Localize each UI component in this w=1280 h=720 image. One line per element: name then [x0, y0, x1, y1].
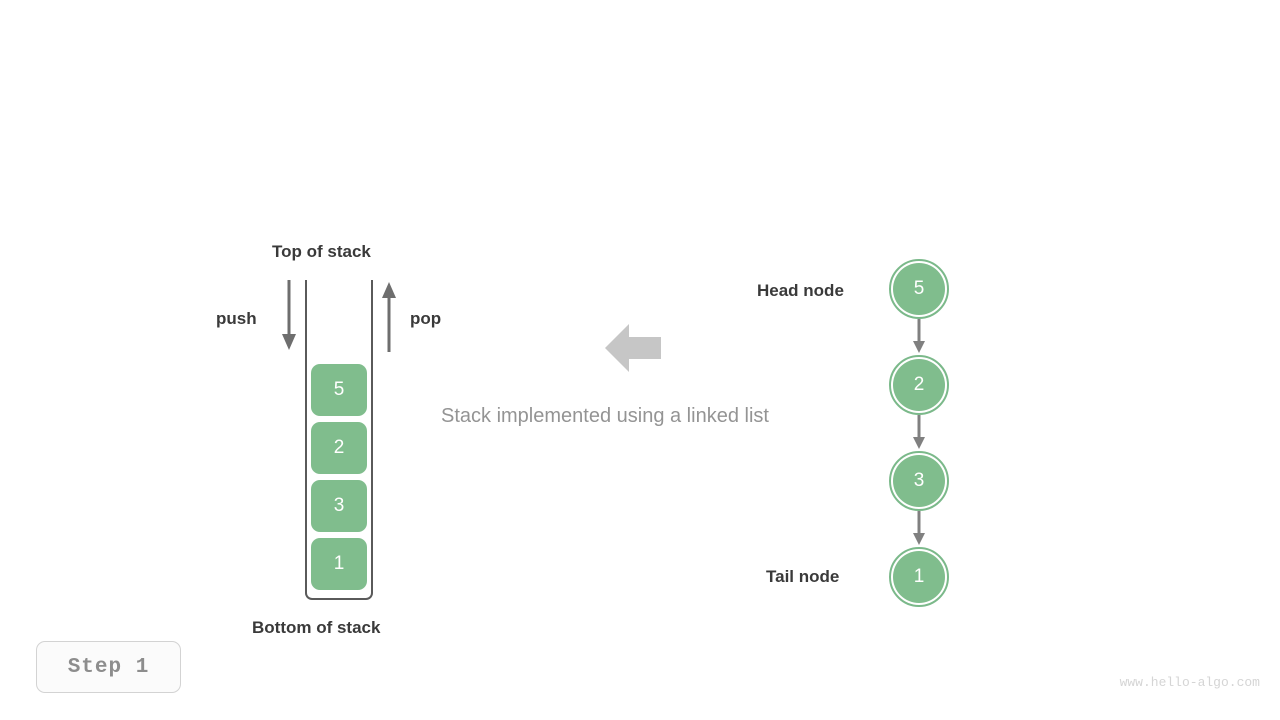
stack-item-value: 2: [333, 437, 345, 458]
node-value: 2: [913, 374, 925, 395]
linked-list: 5 2 3: [860, 250, 990, 620]
top-of-stack-label: Top of stack: [272, 242, 371, 261]
stack-container: [305, 280, 373, 600]
node-core: 1: [893, 551, 945, 603]
node-core: 3: [893, 455, 945, 507]
push-label: push: [216, 309, 257, 328]
stack-item-list: 5 2 3 1: [311, 364, 367, 590]
stack-item-value: 1: [333, 553, 345, 574]
node-core: 5: [893, 263, 945, 315]
stack-item: 3: [311, 480, 367, 532]
stack-item-value: 5: [333, 379, 345, 400]
list-node: 2: [889, 355, 949, 415]
push-arrow-icon: [276, 278, 302, 359]
node-core: 2: [893, 359, 945, 411]
list-node: 5: [889, 259, 949, 319]
stack-item: 2: [311, 422, 367, 474]
node-value: 5: [913, 278, 925, 299]
stack-item: 5: [311, 364, 367, 416]
node-value: 1: [913, 566, 925, 587]
stack-item: 1: [311, 538, 367, 590]
step-badge-label: Step 1: [67, 655, 150, 679]
node-value: 3: [913, 470, 925, 491]
stack-item-value: 3: [333, 495, 345, 516]
arrow-left-block-icon: [603, 318, 663, 383]
list-node: 1: [889, 547, 949, 607]
watermark: www.hello-algo.com: [1119, 675, 1260, 690]
list-node: 3: [889, 451, 949, 511]
step-badge: Step 1: [36, 641, 181, 693]
list-link-arrow-icon: [889, 511, 949, 547]
list-link-arrow-icon: [889, 415, 949, 451]
pop-arrow-icon: [376, 278, 402, 359]
list-link-arrow-icon: [889, 319, 949, 355]
pop-label: pop: [410, 309, 442, 328]
bottom-of-stack-label: Bottom of stack: [252, 618, 381, 637]
transform-caption: Stack implemented using a linked list: [441, 405, 769, 427]
tail-node-label: Tail node: [766, 567, 840, 586]
head-node-label: Head node: [757, 281, 844, 300]
